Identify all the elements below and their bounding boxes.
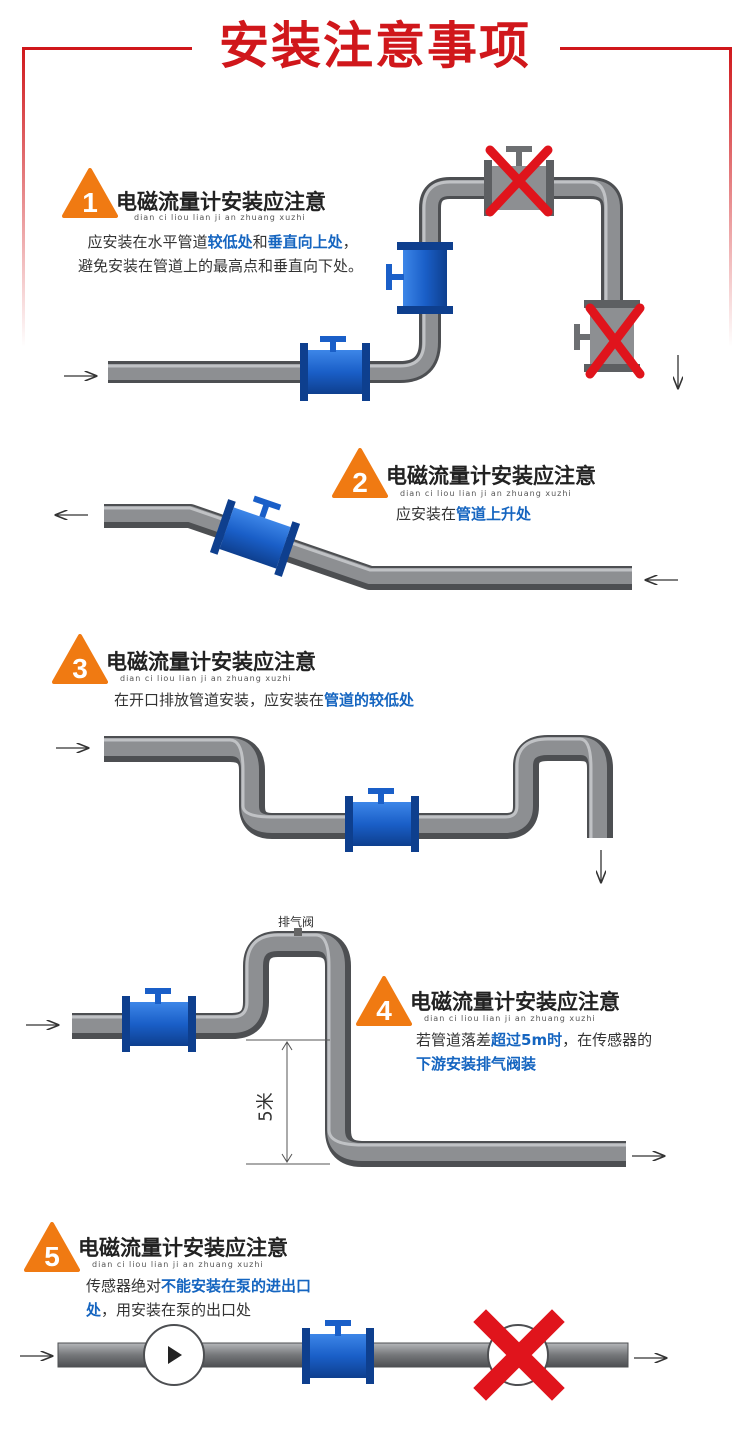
section-1-pinyin: dian ci liou lian ji an zhuang xuzhi bbox=[134, 213, 306, 222]
badge-number: 3 bbox=[72, 653, 88, 684]
section-5-desc: 传感器绝对不能安装在泵的进出口处，用安装在泵的出口处 bbox=[86, 1277, 312, 1319]
number-badge-1: 1 bbox=[62, 168, 118, 218]
height-label: 5米 bbox=[255, 1092, 277, 1122]
number-badge-4: 4 bbox=[356, 976, 412, 1026]
diagram-1 bbox=[64, 145, 678, 401]
badge-number: 5 bbox=[44, 1241, 60, 1272]
exhaust-valve-label: 排气阀 bbox=[278, 915, 315, 929]
section-2-heading: 电磁流量计安装应注意 bbox=[386, 464, 596, 488]
number-badge-3: 3 bbox=[52, 634, 108, 684]
section-2-desc: 应安装在管道上升处 bbox=[396, 505, 532, 523]
section-5-pinyin: dian ci liou lian ji an zhuang xuzhi bbox=[92, 1260, 264, 1269]
section-3-pinyin: dian ci liou lian ji an zhuang xuzhi bbox=[120, 674, 292, 683]
section-1-heading: 电磁流量计安装应注意 bbox=[116, 190, 326, 214]
diagram-2 bbox=[56, 495, 678, 590]
section-3-heading: 电磁流量计安装应注意 bbox=[106, 650, 316, 674]
title-rule-right bbox=[560, 47, 732, 50]
page-title: 安装注意事项 bbox=[219, 17, 531, 75]
diagram-4 bbox=[26, 928, 664, 1167]
section-4-pinyin: dian ci liou lian ji an zhuang xuzhi bbox=[424, 1014, 596, 1023]
section-5-heading: 电磁流量计安装应注意 bbox=[78, 1236, 288, 1260]
section-3-desc: 在开口排放管道安装，应安装在管道的较低处 bbox=[114, 691, 415, 709]
badge-number: 1 bbox=[82, 187, 98, 218]
section-2-pinyin: dian ci liou lian ji an zhuang xuzhi bbox=[400, 489, 572, 498]
section-4-desc: 若管道落差超过5m时，在传感器的下游安装排气阀装 bbox=[416, 1031, 653, 1073]
badge-number: 4 bbox=[376, 995, 392, 1026]
section-4-heading: 电磁流量计安装应注意 bbox=[410, 990, 620, 1014]
title-bar: 安装注意事项 bbox=[0, 0, 750, 100]
number-badge-2: 2 bbox=[332, 448, 388, 498]
frame-right bbox=[729, 47, 732, 347]
diagram-3 bbox=[56, 735, 613, 882]
badge-number: 2 bbox=[352, 467, 368, 498]
title-rule-left bbox=[22, 47, 192, 50]
frame-left bbox=[22, 47, 25, 347]
diagram-5 bbox=[20, 1309, 666, 1401]
section-1-desc: 应安装在水平管道较低处和垂直向上处，避免安装在管道上的最高点和垂直向下处。 bbox=[78, 233, 364, 275]
number-badge-5: 5 bbox=[24, 1222, 80, 1272]
